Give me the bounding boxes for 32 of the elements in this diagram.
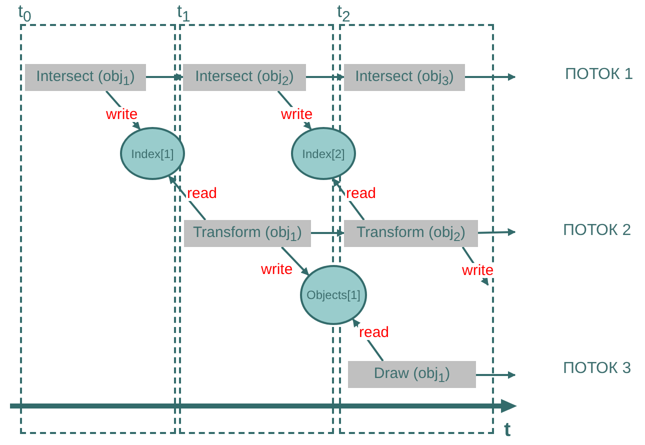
data-ellipse: Index[1] [120, 127, 185, 180]
thread-label: ПОТОК 1 [565, 66, 634, 84]
edge-label: write [260, 262, 294, 277]
data-ellipse: Index[2] [291, 127, 356, 180]
arrow [476, 371, 516, 379]
operation-box: Transform (obj$_{2}$) [344, 220, 478, 247]
time-label: t$_{0}$ [18, 2, 32, 25]
operation-box: Intersect (obj$_{1}$) [25, 64, 146, 91]
edge-label: read [186, 186, 218, 201]
operation-box: Draw (obj$_{1}$) [348, 361, 476, 388]
operation-box: Intersect (obj$_{2}$) [183, 64, 306, 91]
edge-label: write [105, 107, 139, 122]
time-label: t$_{2}$ [337, 2, 350, 25]
edge-label: read [345, 186, 378, 201]
thread-label: ПОТОК 2 [563, 222, 632, 240]
edge-label: read [358, 325, 390, 340]
arrow [465, 73, 516, 81]
axis-label: t [504, 419, 511, 442]
arrow [478, 228, 516, 236]
arrow [146, 73, 184, 81]
time-label: t$_{1}$ [177, 2, 190, 25]
operation-box: Transform (obj$_{1}$) [184, 220, 311, 247]
edge-label: write [461, 263, 495, 278]
arrow [332, 178, 365, 221]
data-ellipse: Objects[1] [300, 265, 367, 325]
arrow [168, 176, 206, 221]
arrow [280, 246, 310, 276]
thread-label: ПОТОК 3 [563, 360, 632, 378]
operation-box: Intersect (obj$_{3}$) [344, 64, 465, 91]
arrow [311, 229, 345, 237]
arrow [306, 73, 345, 81]
edge-label: write [280, 107, 314, 122]
